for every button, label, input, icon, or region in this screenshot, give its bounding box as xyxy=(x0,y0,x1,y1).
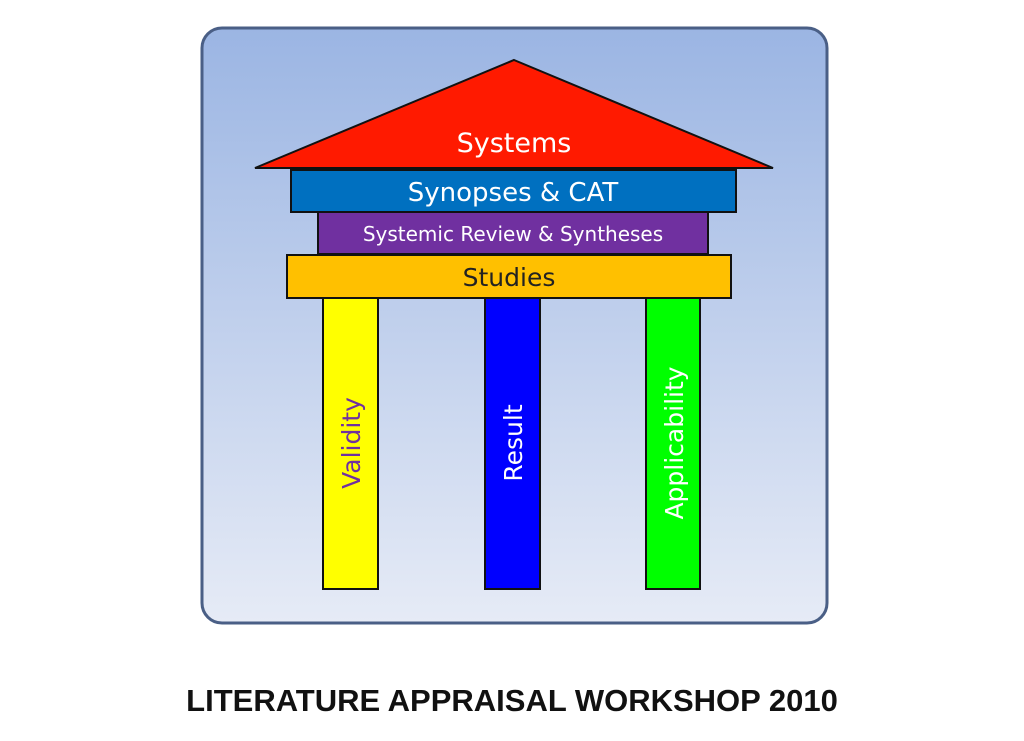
tier-systemic-review-label: Systemic Review & Syntheses xyxy=(363,222,663,246)
tier-synopses xyxy=(290,169,737,213)
roof-label: Systems xyxy=(457,128,572,159)
tier-studies-label: Studies xyxy=(463,263,556,292)
workshop-caption: LITERATURE APPRAISAL WORKSHOP 2010 xyxy=(186,683,838,718)
pillar-result xyxy=(484,297,541,590)
tier-synopses-label: Synopses & CAT xyxy=(408,178,619,208)
pillar-validity xyxy=(322,297,379,590)
tier-studies xyxy=(286,254,732,299)
roof-triangle xyxy=(254,58,774,169)
pillar-applicability xyxy=(645,297,701,590)
temple-diagram: Systems Synopses & CAT Systemic Review &… xyxy=(200,26,829,625)
pillar-applicability-label: Applicability xyxy=(660,366,689,519)
pillar-validity-label: Validity xyxy=(337,397,366,489)
pillar-result-label: Result xyxy=(499,404,528,481)
